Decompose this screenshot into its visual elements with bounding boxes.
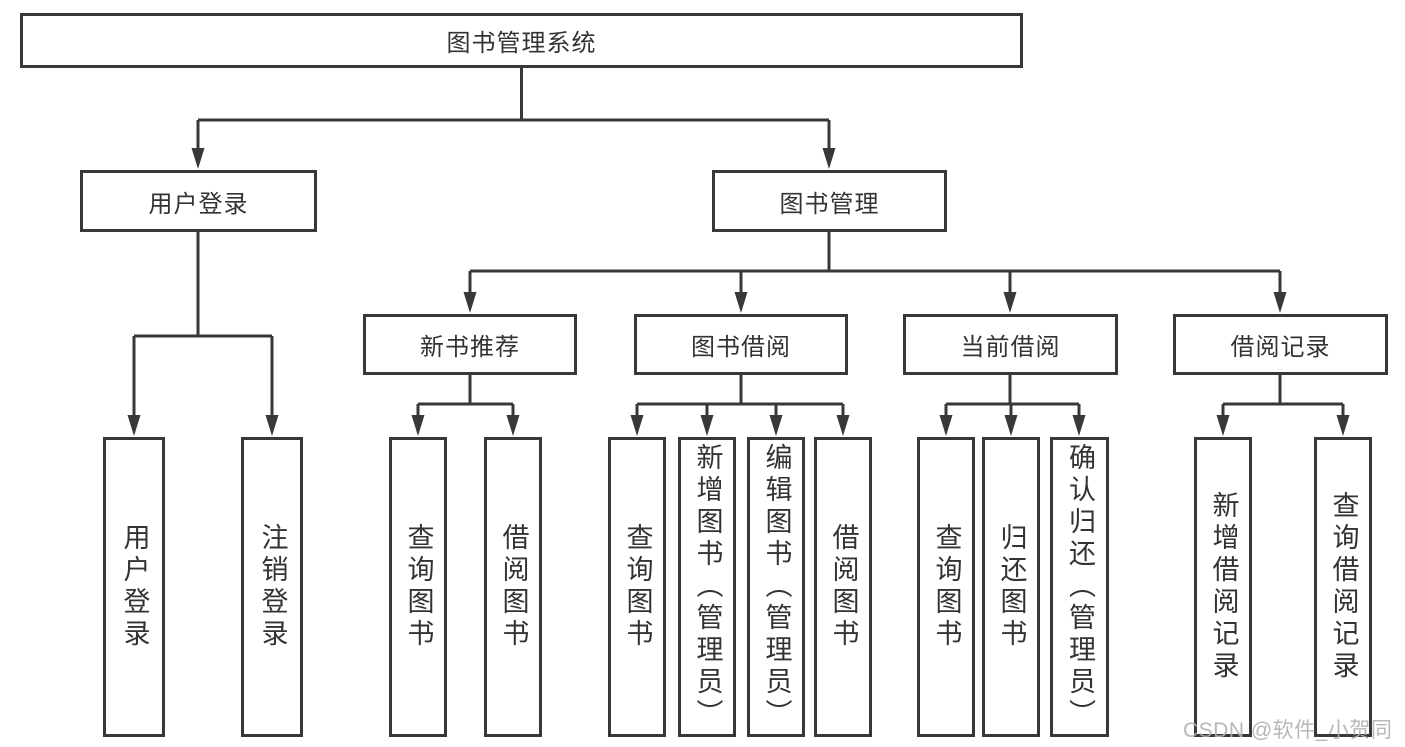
leaf-add-book-admin: 新增图书（管理员） <box>678 437 736 737</box>
arrowhead <box>1004 415 1018 436</box>
leaf-query-books-current: 查询图书 <box>917 437 975 737</box>
node-user-login: 用户登录 <box>80 170 317 232</box>
arrowhead <box>1216 415 1230 436</box>
leaf-edit-book-admin: 编辑图书（管理员） <box>747 437 805 737</box>
connector-root <box>196 68 831 152</box>
leaf-confirm-return-admin: 确认归还（管理员） <box>1050 437 1109 737</box>
arrowhead <box>463 292 477 313</box>
leaf-label: 确认归还（管理员） <box>1065 443 1095 731</box>
leaf-user-login: 用户登录 <box>103 437 165 737</box>
arrowhead <box>1273 292 1287 313</box>
connector-current-borrow <box>944 375 1081 420</box>
node-library-management-system: 图书管理系统 <box>20 13 1023 68</box>
leaf-label: 借阅图书 <box>498 523 529 651</box>
leaf-label: 新增图书（管理员） <box>692 443 723 731</box>
arrowhead <box>822 148 836 169</box>
leaf-add-borrow-record: 新增借阅记录 <box>1194 437 1252 737</box>
leaf-query-books-newbook: 查询图书 <box>389 437 447 737</box>
arrowhead <box>1336 415 1350 436</box>
leaf-label: 编辑图书（管理员） <box>761 443 792 731</box>
connector-user-login <box>132 232 274 420</box>
node-current-borrow: 当前借阅 <box>903 314 1118 375</box>
leaf-label: 查询图书 <box>403 523 434 651</box>
leaf-query-books-borrow: 查询图书 <box>608 437 666 737</box>
connector-borrow-records <box>1221 375 1345 420</box>
leaf-label: 查询借阅记录 <box>1328 491 1359 683</box>
arrowhead <box>700 415 714 436</box>
arrowhead <box>411 415 425 436</box>
arrowhead <box>127 415 141 436</box>
leaf-label: 查询图书 <box>622 523 653 651</box>
leaf-borrow-books-borrow: 借阅图书 <box>814 437 872 737</box>
connector-book-borrow <box>635 375 845 420</box>
arrowhead <box>939 415 953 436</box>
leaf-label: 用户登录 <box>119 523 150 651</box>
arrowhead <box>1072 415 1086 436</box>
leaf-label: 查询图书 <box>931 523 962 651</box>
arrowhead <box>630 415 644 436</box>
arrowhead <box>1003 292 1017 313</box>
arrowhead <box>265 415 279 436</box>
leaf-logout: 注销登录 <box>241 437 303 737</box>
arrowhead <box>836 415 850 436</box>
node-new-book-recommend: 新书推荐 <box>363 314 577 375</box>
leaf-label: 归还图书 <box>996 523 1027 651</box>
arrowhead <box>769 415 783 436</box>
leaf-label: 借阅图书 <box>828 523 859 651</box>
arrowhead <box>191 148 205 169</box>
leaf-label: 新增借阅记录 <box>1208 491 1239 683</box>
arrowhead <box>506 415 520 436</box>
leaf-label: 注销登录 <box>257 523 288 651</box>
node-book-management: 图书管理 <box>712 170 947 232</box>
leaf-query-borrow-record: 查询借阅记录 <box>1314 437 1372 737</box>
arrowhead <box>734 292 748 313</box>
node-book-borrow: 图书借阅 <box>634 314 848 375</box>
node-borrow-records: 借阅记录 <box>1173 314 1388 375</box>
leaf-borrow-books-newbook: 借阅图书 <box>484 437 542 737</box>
connector-new-book <box>416 375 515 420</box>
connector-book-management <box>468 232 1282 297</box>
leaf-return-book: 归还图书 <box>982 437 1040 737</box>
watermark-csdn: CSDN @软件_小贺同学 <box>1183 719 1393 742</box>
